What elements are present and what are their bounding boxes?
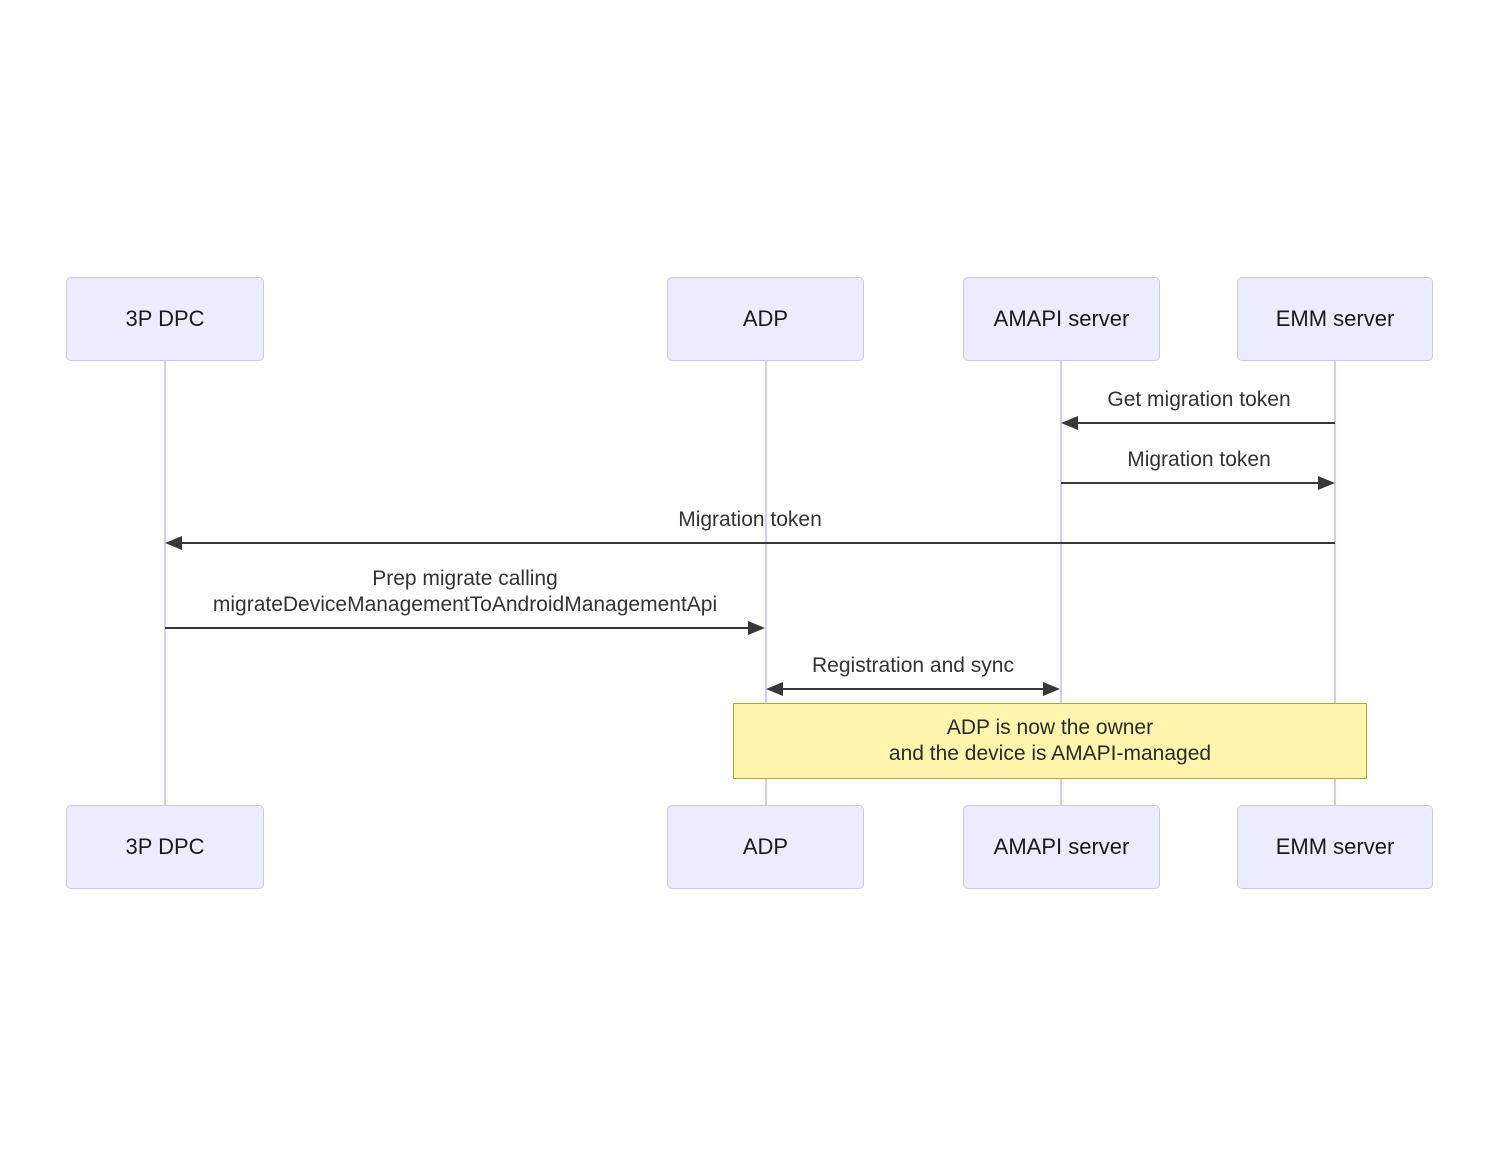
message-line bbox=[1061, 482, 1324, 484]
message-line bbox=[165, 627, 757, 629]
actor-bottom-emm-server: EMM server bbox=[1237, 805, 1433, 889]
actor-top-amapi-server: AMAPI server bbox=[963, 277, 1160, 361]
message-label-prep-migrate: Prep migrate calling migrateDeviceManage… bbox=[212, 567, 718, 616]
actor-top-3p-dpc: 3P DPC bbox=[66, 277, 264, 361]
actor-bottom-3p-dpc: 3P DPC bbox=[66, 805, 264, 889]
message-line bbox=[1072, 422, 1335, 424]
arrowhead-right-icon bbox=[748, 621, 765, 635]
arrowhead-left-icon bbox=[766, 682, 783, 696]
message-line bbox=[776, 688, 1050, 690]
arrowhead-right-icon bbox=[1043, 682, 1060, 696]
message-label-get-migration-token: Get migration token bbox=[1107, 388, 1291, 411]
arrowhead-left-icon bbox=[165, 536, 182, 550]
arrowhead-left-icon bbox=[1061, 416, 1078, 430]
actor-top-adp: ADP bbox=[667, 277, 864, 361]
lifeline-3p-dpc bbox=[164, 361, 166, 805]
actor-bottom-adp: ADP bbox=[667, 805, 864, 889]
lifeline-amapi-server bbox=[1060, 361, 1062, 805]
message-line bbox=[174, 542, 1335, 544]
message-label-registration-and-sync: Registration and sync bbox=[812, 654, 1014, 677]
lifeline-adp bbox=[765, 361, 767, 805]
actor-bottom-amapi-server: AMAPI server bbox=[963, 805, 1160, 889]
arrowhead-right-icon bbox=[1318, 476, 1335, 490]
lifeline-emm-server bbox=[1334, 361, 1336, 805]
actor-top-emm-server: EMM server bbox=[1237, 277, 1433, 361]
message-label-migration-token-to-dpc: Migration token bbox=[678, 508, 822, 531]
message-label-migration-token-to-emm: Migration token bbox=[1127, 448, 1271, 471]
note-adp-owner: ADP is now the owner and the device is A… bbox=[733, 703, 1367, 779]
